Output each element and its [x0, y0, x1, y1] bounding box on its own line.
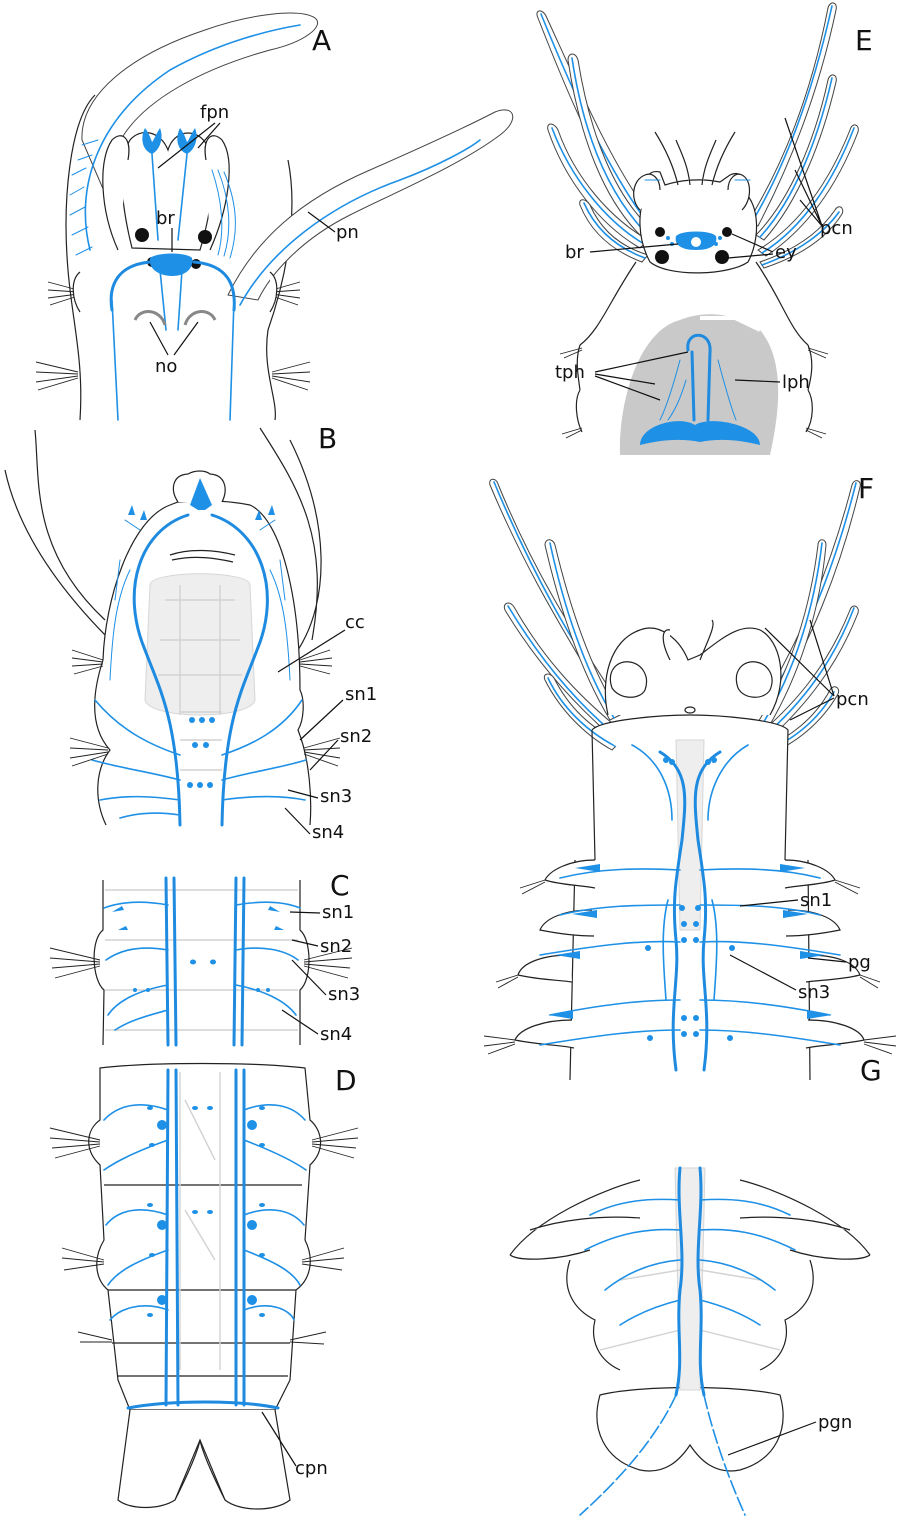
panel-b-label-cc: cc	[345, 612, 365, 633]
panel-c-letter: C	[330, 869, 350, 902]
panel-d: D cpn	[50, 1064, 358, 1510]
panel-e-label-ey: ey	[775, 242, 797, 263]
panel-c-leader-sn1	[290, 912, 320, 913]
panel-b-letter: B	[318, 422, 337, 455]
panel-e-cirri-left	[537, 11, 650, 262]
panel-e-eye	[655, 250, 669, 264]
panel-f-cirri-right	[758, 481, 860, 756]
panel-f-cirri-left	[490, 479, 620, 750]
panel-a-leader-no	[150, 322, 198, 355]
panel-f-label-pg: pg	[848, 952, 871, 973]
panel-e-eye	[655, 227, 665, 237]
panel-c-ganglia	[133, 960, 270, 993]
panel-b-label-sn3: sn3	[320, 786, 352, 807]
panel-a-ventral-cords	[112, 270, 234, 420]
panel-c-ventral-cord-right	[234, 878, 244, 1045]
panel-g-letter: G	[860, 1054, 882, 1087]
panel-a-nuchal-organ-right	[185, 312, 215, 325]
panel-c: C sn1 sn2 sn3 sn4	[50, 869, 360, 1045]
panel-e-letter: E	[855, 24, 873, 57]
panel-a-letter: A	[312, 24, 331, 57]
panel-c-label-sn3: sn3	[328, 984, 360, 1005]
panel-f-midline	[676, 740, 704, 930]
panel-a-right-palp	[228, 110, 513, 300]
panel-a-eye	[198, 230, 212, 244]
panel-a-prostomium	[122, 133, 212, 250]
panel-d-label-cpn: cpn	[295, 1458, 328, 1479]
panel-f: F pcn sn1 pg sn3	[484, 472, 896, 1080]
panel-e-label-br: br	[565, 242, 584, 263]
panel-b: B cc sn1 sn2 sn3 sn4	[5, 422, 377, 843]
panel-f-label-sn1: sn1	[800, 890, 832, 911]
panel-d-letter: D	[335, 1064, 357, 1097]
panel-c-segment-lines	[105, 890, 298, 1030]
panel-c-segmental-nerves	[104, 902, 300, 1030]
panel-d-body-outline	[89, 1064, 321, 1411]
panel-e: E pcn br ey tph lph	[537, 3, 873, 455]
panel-a: A fpn br pn no	[36, 13, 513, 420]
panel-a-label-fpn: fpn	[200, 102, 229, 123]
panel-b-label-sn2: sn2	[340, 726, 372, 747]
panel-c-label-sn1: sn1	[322, 902, 354, 923]
panel-c-parapodial-marks	[112, 906, 284, 930]
panel-b-leader-sn1	[300, 700, 343, 740]
panel-e-eye	[715, 250, 729, 264]
panel-f-letter: F	[858, 472, 874, 505]
panel-f-leader-sn1	[740, 900, 798, 906]
panel-e-antennae	[655, 132, 735, 185]
panel-f-label-pcn: pcn	[836, 689, 869, 710]
panel-a-label-br: br	[156, 208, 175, 229]
panel-e-label-lph: lph	[782, 372, 810, 393]
panel-a-brain	[150, 254, 193, 277]
panel-b-leader-sn2	[310, 740, 338, 770]
panel-c-ventral-cord-left	[166, 878, 176, 1045]
panel-g-label-pgn: pgn	[818, 1412, 852, 1433]
panel-e-brain-center	[691, 237, 701, 247]
panel-f-mouth	[685, 707, 695, 713]
panel-e-eye	[722, 227, 732, 237]
panel-a-label-no: no	[155, 356, 177, 377]
panel-b-label-sn1: sn1	[345, 684, 377, 705]
panel-f-leader-sn3	[730, 955, 796, 990]
panel-f-label-sn3: sn3	[798, 982, 830, 1003]
panel-a-label-pn: pn	[336, 222, 359, 243]
panel-c-label-sn4: sn4	[320, 1024, 352, 1045]
panel-e-label-pcn: pcn	[820, 218, 853, 239]
panel-c-body-outline	[94, 880, 309, 1045]
panel-a-eye	[135, 228, 149, 242]
panel-e-label-tph: tph	[555, 362, 585, 383]
panel-g: G pgn	[510, 1054, 882, 1515]
panel-c-label-sn2: sn2	[320, 936, 352, 957]
panel-b-label-sn4: sn4	[312, 822, 344, 843]
